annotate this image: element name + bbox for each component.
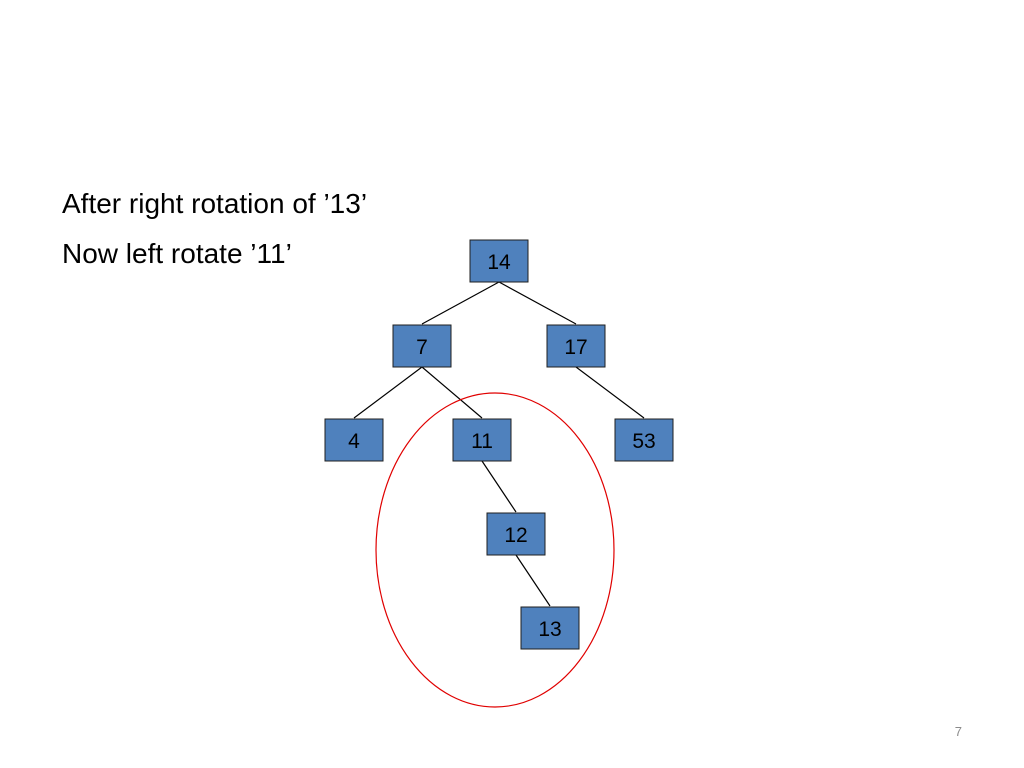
node-label-12: 12 — [504, 524, 527, 547]
node-label-11: 11 — [471, 430, 493, 453]
slide-text-line-2: Now left rotate ’11’ — [62, 238, 292, 269]
tree-nodes: 14 7 17 4 11 53 — [324, 239, 674, 650]
slide-text-line-1: After right rotation of ’13’ — [62, 188, 368, 219]
tree-edges — [353, 281, 645, 607]
node-label-53: 53 — [632, 430, 655, 453]
node-label-13: 13 — [538, 618, 561, 641]
edge-7-11 — [421, 366, 483, 419]
edge-14-7 — [421, 281, 500, 325]
page-number: 7 — [954, 724, 962, 739]
highlight-ellipse — [375, 392, 615, 708]
tree-node-13: 13 — [520, 606, 580, 650]
edge-12-13 — [515, 554, 551, 607]
tree-node-12: 12 — [486, 512, 546, 556]
node-label-4: 4 — [348, 430, 360, 453]
edge-11-12 — [481, 460, 517, 513]
edge-7-4 — [353, 366, 423, 419]
node-label-14: 14 — [487, 251, 511, 274]
tree-node-17: 17 — [546, 324, 606, 368]
edge-14-17 — [498, 281, 577, 325]
tree-node-53: 53 — [614, 418, 674, 462]
tree-node-11: 11 — [452, 418, 512, 462]
node-label-17: 17 — [564, 336, 587, 359]
tree-node-7: 7 — [392, 324, 452, 368]
node-label-7: 7 — [416, 336, 428, 359]
tree-node-14: 14 — [469, 239, 529, 283]
tree-node-4: 4 — [324, 418, 384, 462]
edge-17-53 — [575, 366, 645, 419]
